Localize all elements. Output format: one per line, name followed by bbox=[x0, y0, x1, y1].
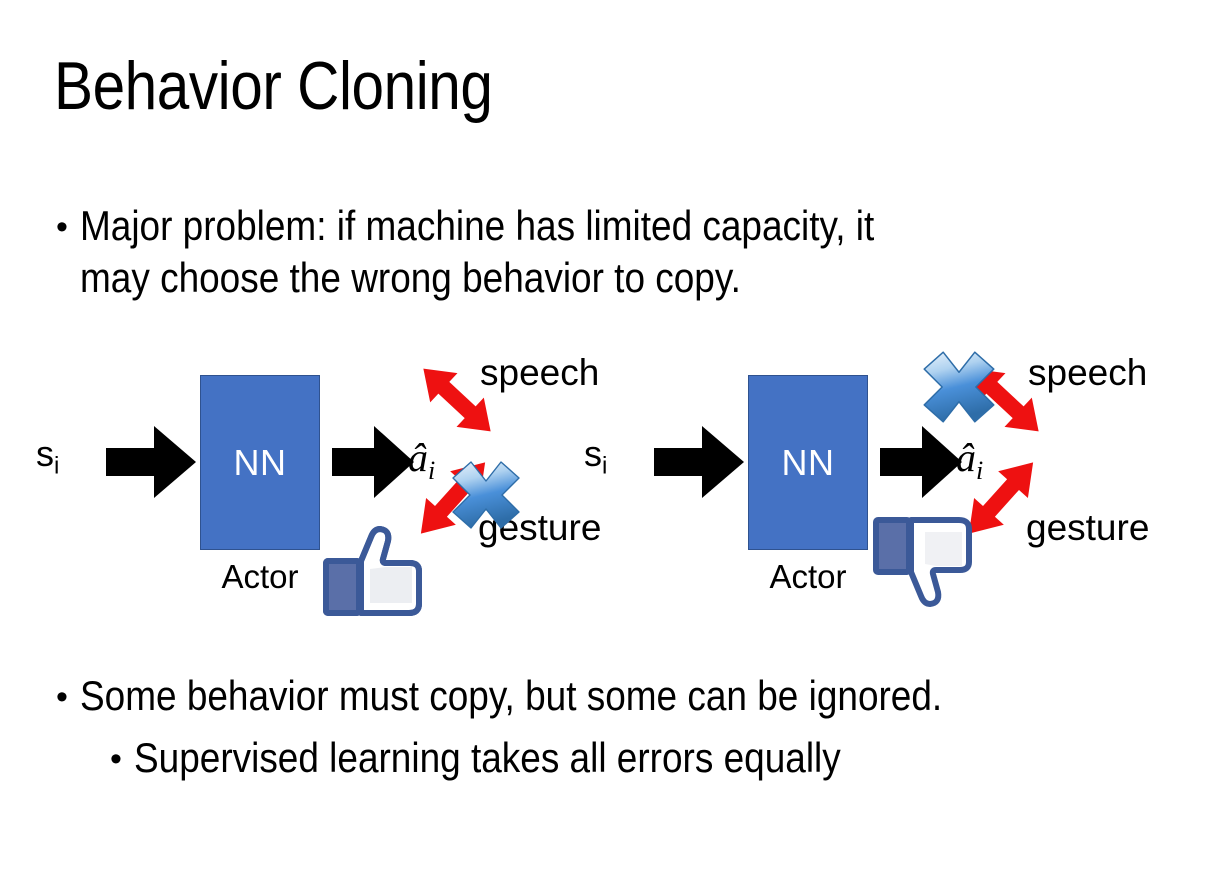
cross-icon-gesture-left bbox=[449, 458, 523, 537]
nn-box-left[interactable]: NN bbox=[200, 375, 320, 550]
actor-caption-right: Actor bbox=[769, 558, 847, 595]
gesture-arrow-right bbox=[956, 450, 1046, 551]
action-subscript: i bbox=[976, 455, 984, 485]
output-arrow-right bbox=[880, 426, 962, 503]
bullet-marker-icon: • bbox=[56, 678, 68, 716]
bullet-marker-icon: • bbox=[56, 208, 68, 246]
state-symbol: s bbox=[36, 433, 54, 474]
diagram-behavior-cloning-good: si NN Actor âi bbox=[22, 340, 622, 630]
action-symbol: â bbox=[408, 435, 428, 480]
input-arrow-left bbox=[106, 426, 196, 503]
nn-box-label: NN bbox=[781, 441, 835, 483]
bullet-marker-icon: • bbox=[110, 740, 122, 778]
state-symbol: s bbox=[584, 433, 602, 474]
bullet-text-supervised-learning: Supervised learning takes all errors equ… bbox=[133, 734, 841, 781]
bullet-text-major-problem: Major problem: if machine has limited ca… bbox=[79, 202, 875, 301]
output-label-gesture-right: gesture bbox=[1026, 507, 1150, 548]
bullet-item-major-problem: • Major problem: if machine has limited … bbox=[56, 200, 1156, 304]
speech-arrow-right bbox=[962, 354, 1048, 451]
bullet-item-supervised-learning: • Supervised learning takes all errors e… bbox=[110, 732, 1170, 786]
output-arrow-left bbox=[332, 426, 414, 503]
nn-box-label: NN bbox=[233, 441, 287, 483]
action-symbol: â bbox=[956, 435, 976, 480]
nn-box-right[interactable]: NN bbox=[748, 375, 868, 550]
action-label-left: âi bbox=[408, 438, 435, 484]
state-label-left: si bbox=[36, 436, 59, 485]
diagram-behavior-cloning-bad: si NN Actor âi speech bbox=[570, 340, 1170, 630]
state-subscript: i bbox=[602, 452, 608, 480]
action-label-right: âi bbox=[956, 438, 983, 484]
speech-arrow-left bbox=[414, 354, 500, 451]
thumbs-up-icon-left bbox=[320, 525, 426, 622]
thumbs-down-icon-right bbox=[870, 512, 976, 617]
actor-caption-left: Actor bbox=[221, 558, 299, 595]
output-label-speech-left: speech bbox=[480, 352, 600, 393]
page-title: Behavior Cloning bbox=[54, 48, 493, 124]
cross-icon-speech-right bbox=[920, 348, 998, 431]
bullet-text-some-behavior: Some behavior must copy, but some can be… bbox=[79, 672, 943, 719]
input-arrow-right bbox=[654, 426, 744, 503]
bullet-item-some-behavior: • Some behavior must copy, but some can … bbox=[56, 670, 1166, 724]
state-label-right: si bbox=[584, 436, 607, 485]
output-label-speech-right: speech bbox=[1028, 352, 1148, 393]
state-subscript: i bbox=[54, 452, 60, 480]
action-subscript: i bbox=[428, 455, 436, 485]
